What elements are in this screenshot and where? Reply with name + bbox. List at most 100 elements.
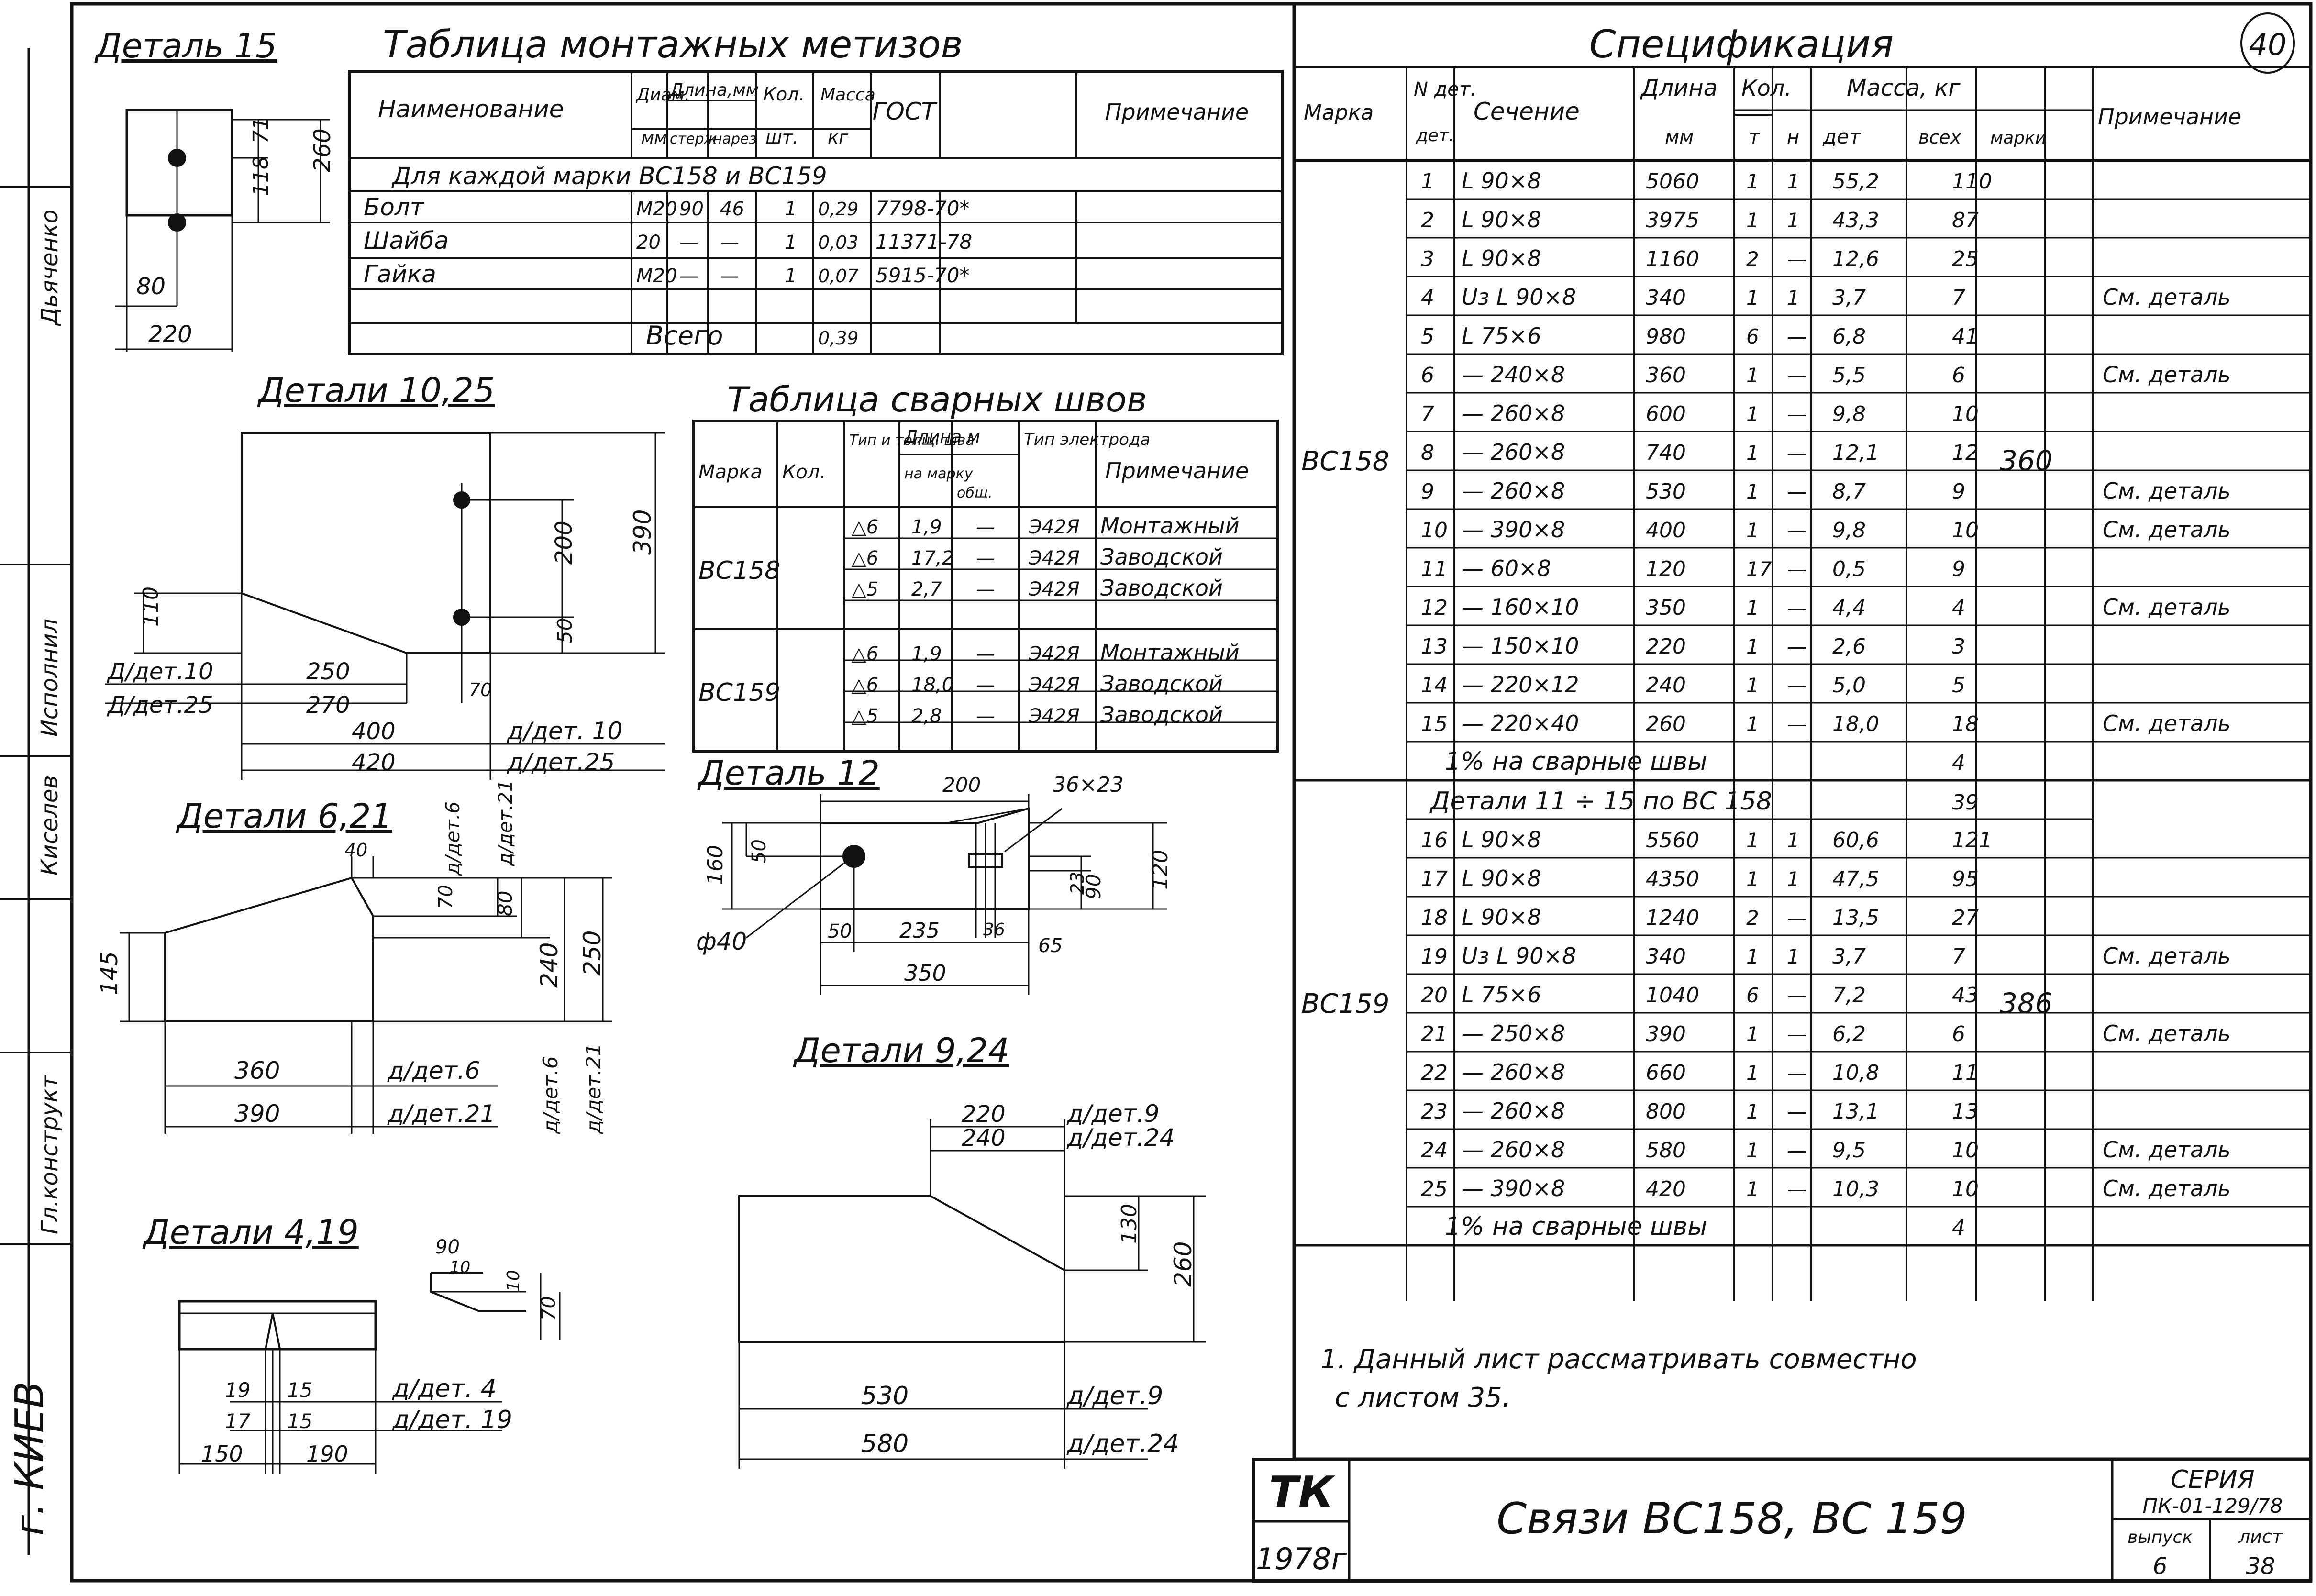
spec-num: 14 [1421, 673, 1448, 698]
dim-10: 10 [450, 1258, 470, 1277]
dim-240: 240 [535, 942, 563, 988]
fastener-h-length: Длина,мм [669, 80, 759, 100]
spec-qty-t: 1 [1746, 596, 1759, 620]
spec-note: См. деталь [2103, 517, 2231, 543]
spec-length: 580 [1646, 1138, 1686, 1163]
dim-420: 420 [352, 749, 396, 776]
spec-qty-t: 1 [1746, 945, 1759, 968]
spec-h-length: Длина [1640, 75, 1718, 101]
spec-section: L 75×6 [1462, 982, 1541, 1008]
spec-section: L 90×8 [1462, 904, 1541, 930]
sheet-number: 40 [2249, 27, 2287, 62]
spec-h-all: всех [1918, 127, 1961, 148]
spec-num: 5 [1421, 324, 1434, 349]
spec-h-det: дет. [1416, 126, 1454, 145]
ref-det-9: д/дет.9 [1066, 1382, 1163, 1410]
spec-mass-det: 2,6 [1832, 634, 1866, 659]
spec-section: — 220×40 [1462, 710, 1579, 736]
spec-mass-det: 12,1 [1832, 441, 1879, 465]
spec-qty-t: 6 [1746, 984, 1759, 1007]
ref-det-9: д/дет.9 [1066, 1100, 1160, 1128]
spec-section: L 75×6 [1462, 323, 1541, 349]
spec-length: 400 [1646, 518, 1686, 543]
spec-mass-all: 121 [1952, 828, 1992, 853]
spec-qty-t: 1 [1746, 364, 1759, 387]
fastener-h-mass: Масса [820, 85, 875, 105]
spec-qty-n: — [1787, 1022, 1807, 1046]
spec-weld-value: 4 [1952, 751, 1965, 775]
spec-num: 6 [1421, 363, 1434, 388]
spec-mass-all: 95 [1952, 867, 1979, 891]
fastener-h-rod: стерж [670, 131, 717, 147]
spec-qty-t: 6 [1746, 325, 1759, 348]
spec-mass-all: 5 [1952, 673, 1965, 698]
spec-length: 360 [1646, 363, 1686, 388]
spec-length: 530 [1646, 479, 1686, 504]
fastener-diam: М20 [636, 198, 677, 220]
spec-section: — 240×8 [1462, 362, 1565, 388]
spec-qty-n: — [1787, 906, 1807, 930]
spec-section: Uз L 90×8 [1462, 943, 1576, 969]
ref-det-21: д/дет.21 [582, 1043, 605, 1134]
spec-mass-all: 18 [1952, 712, 1979, 736]
dim-50: 50 [553, 618, 576, 643]
spec-section: — 260×8 [1462, 1059, 1565, 1085]
dim-160: 160 [703, 845, 728, 885]
weld-total: — [976, 643, 995, 665]
spec-num: 24 [1421, 1138, 1448, 1163]
angle-section [430, 1273, 526, 1312]
spec-h-mark: Марка [1304, 100, 1374, 125]
spec-length: 5560 [1646, 828, 1699, 853]
detail-10-25-contour [241, 432, 491, 654]
line [1004, 808, 1063, 853]
spec-qty-n: — [1787, 1177, 1807, 1201]
fastener-rod-length: — [679, 232, 698, 254]
spec-mass-all: 9 [1952, 479, 1965, 504]
spec-length: 340 [1646, 286, 1686, 310]
dim-90: 90 [435, 1236, 460, 1258]
spec-qty-n: — [1787, 441, 1807, 465]
spec-mass-det: 55,2 [1832, 169, 1879, 194]
fastener-thread-length: 46 [720, 198, 744, 220]
spec-mass-all: 10 [1952, 402, 1979, 426]
spec-mass-det: 60,6 [1832, 828, 1879, 853]
fastener-rod-length: — [679, 265, 698, 287]
dim-10: 10 [504, 1270, 523, 1292]
weld-electrode: Э42Я [1028, 516, 1080, 538]
spec-qty-n: 1 [1787, 170, 1800, 193]
spec-weld-label: 1% на сварные швы [1445, 747, 1707, 776]
weld-length: 1,9 [911, 516, 942, 538]
fastener-thread-length: — [720, 265, 739, 287]
spec-weld-value: 4 [1952, 1216, 1965, 1240]
spec-mass-all: 3 [1952, 634, 1965, 659]
spec-num: 2 [1421, 208, 1434, 233]
spec-h-per-mark: марки [1990, 128, 2046, 148]
dim-150: 150 [201, 1441, 243, 1467]
dim-50: 50 [748, 839, 770, 864]
weld-note: Монтажный [1100, 640, 1240, 665]
spec-qty-n: — [1787, 1100, 1807, 1123]
spec-note: См. деталь [2103, 943, 2231, 969]
dim-110: 110 [139, 587, 163, 627]
ref-det-6: д/дет.6 [387, 1057, 480, 1085]
spec-qty-n: — [1787, 557, 1807, 581]
spec-qty-n: — [1787, 519, 1807, 542]
ref-det-6: д/дет.6 [442, 801, 464, 876]
weld-h-total: общ. [957, 485, 993, 501]
spec-mass-det: 3,7 [1832, 286, 1866, 310]
fastener-item-name: Шайба [364, 227, 449, 255]
weld-type: △5 [852, 578, 878, 600]
weld-length: 18,0 [911, 674, 954, 696]
stamp-role-chief: Гл.конструкт [36, 1074, 63, 1234]
spec-mass-all: 27 [1952, 906, 1979, 930]
spec-mass-det: 18,0 [1832, 712, 1879, 736]
spec-num: 18 [1421, 906, 1448, 930]
dim-17: 17 [225, 1409, 251, 1433]
weld-type: △6 [852, 516, 878, 538]
spec-length: 350 [1646, 596, 1686, 620]
spec-mass-all: 6 [1952, 1022, 1965, 1046]
spec-qty-n: — [1787, 712, 1807, 736]
weld-total: — [976, 674, 995, 696]
spec-qty-n: 1 [1787, 829, 1800, 852]
